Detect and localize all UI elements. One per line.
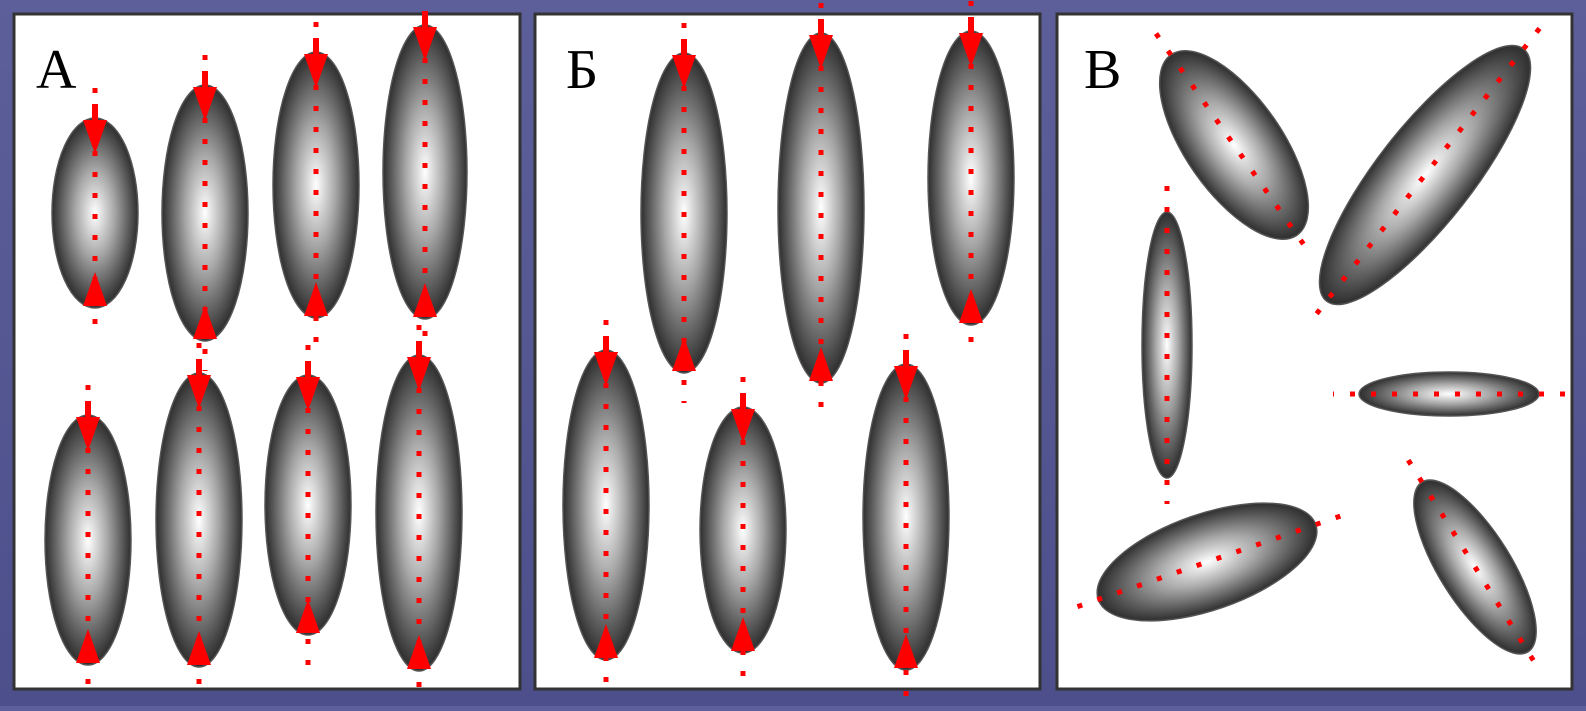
molecule-body (264, 374, 352, 636)
molecule-15 (1308, 26, 1542, 324)
molecule-body (1358, 371, 1540, 417)
molecule-body (382, 24, 468, 320)
molecule-6 (264, 345, 352, 665)
arrow-up-icon (959, 289, 983, 323)
molecule-11 (562, 320, 650, 690)
arrow-up-icon (731, 617, 755, 651)
molecule-2 (272, 22, 360, 348)
molecule-body (1158, 50, 1310, 240)
arrow-up-icon (187, 631, 211, 665)
arrow-down-icon (76, 417, 100, 451)
molecule-body (562, 349, 650, 661)
molecule-8 (640, 23, 728, 403)
arrow-up-icon (809, 347, 833, 381)
molecule-10 (927, 1, 1015, 355)
arrow-up-icon (672, 337, 696, 371)
arrow-up-icon (304, 282, 328, 316)
arrow-down-icon (894, 366, 918, 400)
arrow-up-icon (407, 635, 431, 669)
panel-label-a: А (36, 39, 77, 101)
molecule-7 (375, 325, 463, 701)
arrow-up-icon (83, 272, 107, 306)
arrow-up-icon (413, 283, 437, 317)
arrow-down-icon (296, 377, 320, 411)
arrow-up-icon (76, 629, 100, 663)
molecule-body (862, 363, 950, 671)
molecule-9 (777, 3, 865, 413)
panel-label-v: В (1084, 39, 1122, 101)
arrow-down-icon (672, 55, 696, 89)
molecule-0 (51, 88, 139, 338)
molecule-12 (699, 377, 787, 683)
arrow-down-icon (304, 54, 328, 88)
molecule-body (927, 30, 1015, 326)
molecule-16 (1141, 186, 1193, 504)
director-line (1072, 513, 1342, 611)
arrow-down-icon (193, 87, 217, 121)
arrow-down-icon (731, 409, 755, 443)
arrow-up-icon (894, 634, 918, 668)
arrow-down-icon (809, 35, 833, 69)
arrow-down-icon (413, 27, 437, 61)
arrow-down-icon (959, 33, 983, 67)
arrow-up-icon (296, 599, 320, 633)
arrow-down-icon (594, 352, 618, 386)
arrow-up-icon (594, 624, 618, 658)
arrow-up-icon (193, 305, 217, 339)
panel-label-b: Б (566, 39, 599, 101)
arrow-down-icon (83, 120, 107, 154)
director-line (1153, 32, 1315, 258)
molecule-1 (161, 55, 249, 371)
molecule-13 (862, 334, 950, 700)
arrow-down-icon (407, 357, 431, 391)
molecule-5 (155, 343, 243, 697)
molecule-body (161, 84, 249, 342)
arrow-down-icon (187, 375, 211, 409)
molecule-3 (382, 0, 468, 349)
molecule-body (155, 372, 243, 668)
molecule-19 (1406, 458, 1544, 676)
molecule-17 (1333, 371, 1565, 417)
molecule-14 (1153, 32, 1315, 258)
molecule-body (777, 32, 865, 384)
molecule-4 (44, 385, 132, 695)
molecule-18 (1072, 502, 1342, 622)
